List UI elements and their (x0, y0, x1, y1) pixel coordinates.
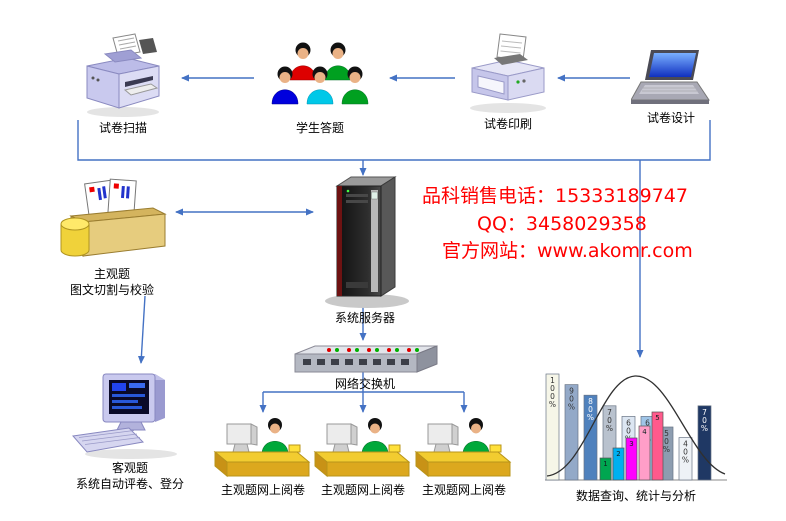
grading-station-2-label: 主观题网上阅卷 (320, 483, 405, 497)
student-front-green (341, 66, 369, 105)
node-laptop: 试卷设计 (618, 48, 724, 127)
contact-phone: 品科销售电话：15333189747 (422, 185, 688, 207)
svg-text:2: 2 (616, 450, 620, 458)
svg-text:5: 5 (655, 414, 659, 422)
svg-text:70%: 70% (606, 408, 613, 433)
svg-text:3: 3 (629, 440, 633, 448)
file-box-icon (60, 178, 167, 257)
laptop-label: 试卷设计 (646, 111, 695, 125)
subjective-label: 主观题 图文切割与校验 (69, 267, 154, 297)
node-switch: 网络交换机 (288, 342, 442, 393)
node-grading-station-2: 主观题网上阅卷 (311, 412, 415, 499)
grading-station-1-label: 主观题网上阅卷 (220, 483, 305, 497)
scanner-label: 试卷扫描 (98, 121, 147, 135)
desktop-computer-icon (72, 373, 177, 459)
person-at-desk-icon (213, 418, 311, 478)
svg-text:50%: 50% (663, 429, 670, 454)
printer-icon (470, 33, 546, 113)
person-at-desk-icon (414, 418, 512, 478)
node-students: 学生答题 (258, 36, 382, 137)
node-grading-station-3: 主观题网上阅卷 (412, 412, 516, 499)
server-label: 系统服务器 (334, 311, 395, 325)
svg-text:4: 4 (642, 428, 647, 436)
node-grading-station-1: 主观题网上阅卷 (211, 412, 315, 499)
contact-qq: QQ：3458029358 (477, 212, 647, 235)
node-scanner: 试卷扫描 (70, 30, 176, 137)
server-icon (325, 176, 409, 308)
contact-website: 官方网站：www.akomr.com (442, 240, 693, 263)
svg-text:100%: 100% (549, 376, 556, 409)
node-server: 系统服务器 (315, 170, 415, 327)
node-printer: 试卷印刷 (455, 30, 561, 133)
contact-info: 品科销售电话：15333189747 QQ：3458029358 官方网站：ww… (422, 183, 693, 266)
node-objective: 客观题 系统自动评卷、登分 (68, 366, 192, 492)
grading-station-3-label: 主观题网上阅卷 (421, 483, 506, 497)
objective-label: 客观题 系统自动评卷、登分 (75, 461, 184, 491)
network-switch-icon (294, 345, 438, 373)
students-label: 学生答题 (295, 121, 344, 135)
switch-label: 网络交换机 (334, 377, 395, 391)
svg-text:70%: 70% (701, 408, 708, 433)
students-icon (271, 42, 369, 105)
svg-text:80%: 80% (587, 397, 594, 422)
node-subjective: 主观题 图文切割与校验 (52, 178, 172, 298)
printer-label: 试卷印刷 (483, 117, 532, 131)
svg-text:1: 1 (603, 460, 607, 468)
svg-text:90%: 90% (568, 387, 575, 412)
student-back-green (324, 42, 352, 81)
scanner-icon (86, 33, 160, 117)
laptop-icon (631, 50, 710, 104)
student-back-red (289, 42, 317, 81)
student-front-blue (271, 66, 299, 105)
student-front-cyan (306, 66, 334, 105)
svg-text:40%: 40% (682, 440, 689, 465)
person-at-desk-icon (313, 418, 411, 478)
statistics-label: 数据查询、统计与分析 (575, 489, 696, 503)
